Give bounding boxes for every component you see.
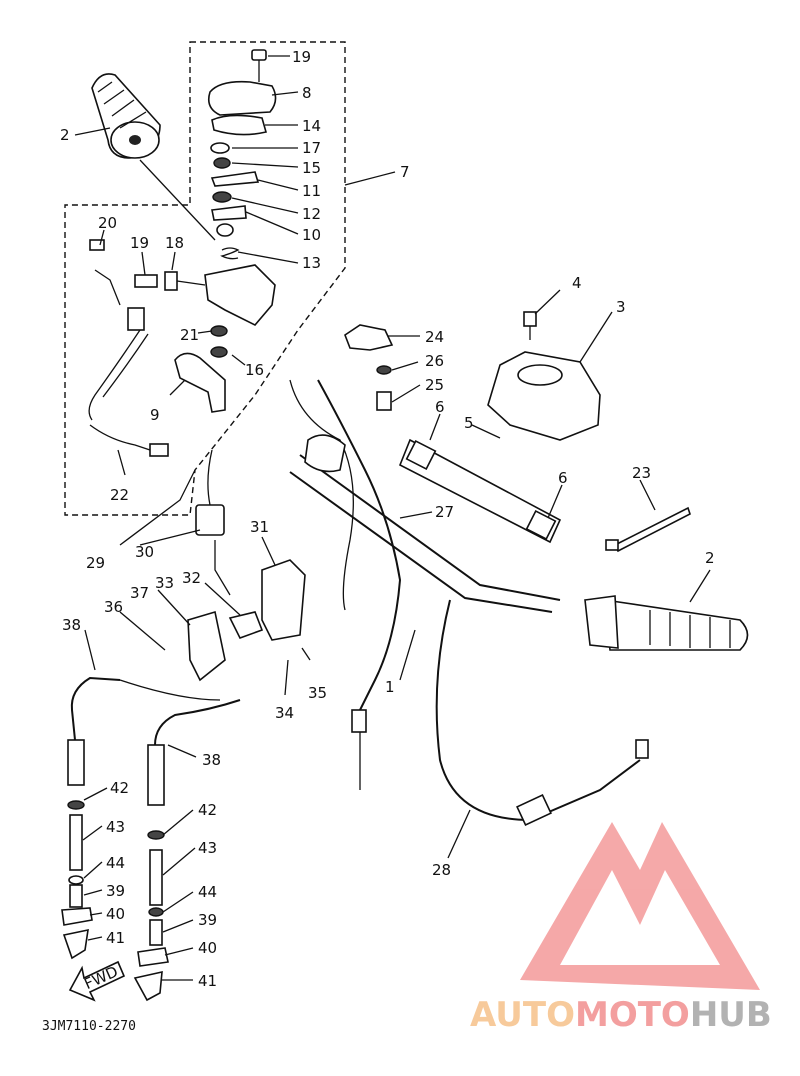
label-18: 18 (165, 234, 184, 252)
label-40-left: 40 (106, 905, 125, 923)
label-44-left: 44 (106, 854, 125, 872)
part-code: 3JM7110-2270 (42, 1019, 136, 1034)
connector-30 (195, 504, 225, 536)
label-2-left: 2 (60, 126, 70, 144)
label-5: 5 (464, 414, 474, 432)
label-44-right: 44 (198, 883, 217, 901)
watermark-text: AUTOMOTOHUB (470, 995, 772, 1035)
label-32: 32 (182, 569, 201, 587)
label-14: 14 (302, 117, 321, 135)
label-10: 10 (302, 226, 321, 244)
label-26: 26 (425, 352, 444, 370)
grip-tube (398, 438, 562, 544)
label-17: 17 (302, 139, 321, 157)
label-38-left: 38 (62, 616, 81, 634)
fwd-arrow-icon: FWD (68, 960, 126, 1002)
label-15: 15 (302, 159, 321, 177)
throttle-cable (317, 379, 402, 711)
label-27: 27 (435, 503, 454, 521)
label-35: 35 (308, 684, 327, 702)
label-16: 16 (245, 361, 264, 379)
throttle-lever (174, 352, 226, 413)
label-39-right: 39 (198, 911, 217, 929)
handlebar-cover (487, 311, 601, 441)
switch-wire (88, 329, 141, 421)
label-2-right: 2 (705, 549, 715, 567)
fwd-label: FWD (81, 962, 120, 993)
label-24: 24 (425, 328, 444, 346)
label-38-right: 38 (202, 751, 221, 769)
label-30: 30 (135, 543, 154, 561)
label-37: 37 (130, 584, 149, 602)
label-1: 1 (385, 678, 395, 696)
label-33: 33 (155, 574, 174, 592)
label-41-right: 41 (198, 972, 217, 990)
label-25: 25 (425, 376, 444, 394)
left-cable-end (61, 739, 93, 960)
label-13: 13 (302, 254, 321, 272)
label-12: 12 (302, 205, 321, 223)
label-7: 7 (400, 163, 410, 181)
label-6-top: 6 (435, 398, 445, 416)
label-36: 36 (104, 598, 123, 616)
label-11: 11 (302, 182, 321, 200)
left-grip (91, 73, 161, 159)
label-43-left: 43 (106, 818, 125, 836)
label-40-right: 40 (198, 939, 217, 957)
label-39-left: 39 (106, 882, 125, 900)
label-4: 4 (572, 274, 582, 292)
label-8: 8 (302, 84, 312, 102)
switch-31 (261, 559, 306, 641)
label-19-top: 19 (292, 48, 311, 66)
clamp-24 (344, 324, 394, 351)
label-23: 23 (632, 464, 651, 482)
label-29: 29 (86, 554, 105, 572)
cable-38-left (70, 676, 121, 741)
watermark-logo: AUTOMOTOHUB (470, 822, 772, 1035)
leader-29 (119, 469, 196, 546)
right-cable-end (133, 744, 169, 1002)
handlebar (299, 454, 561, 601)
label-42-right: 42 (198, 801, 217, 819)
label-28: 28 (432, 861, 451, 879)
throttle-housing (134, 49, 277, 358)
cable-38-right (154, 699, 241, 746)
cable-tie (613, 506, 691, 553)
brake-cable (435, 599, 641, 822)
label-20: 20 (98, 214, 117, 232)
label-9: 9 (150, 406, 160, 424)
label-31: 31 (250, 518, 269, 536)
label-41-left: 41 (106, 929, 125, 947)
leader-lines (74, 55, 711, 981)
right-grip (584, 595, 749, 651)
label-42-left: 42 (110, 779, 129, 797)
label-43-right: 43 (198, 839, 217, 857)
label-3: 3 (616, 298, 626, 316)
plate-33 (187, 610, 226, 682)
label-34: 34 (275, 704, 294, 722)
label-22: 22 (110, 486, 129, 504)
label-19-left: 19 (130, 234, 149, 252)
label-6-bottom: 6 (558, 469, 568, 487)
label-21: 21 (180, 326, 199, 344)
